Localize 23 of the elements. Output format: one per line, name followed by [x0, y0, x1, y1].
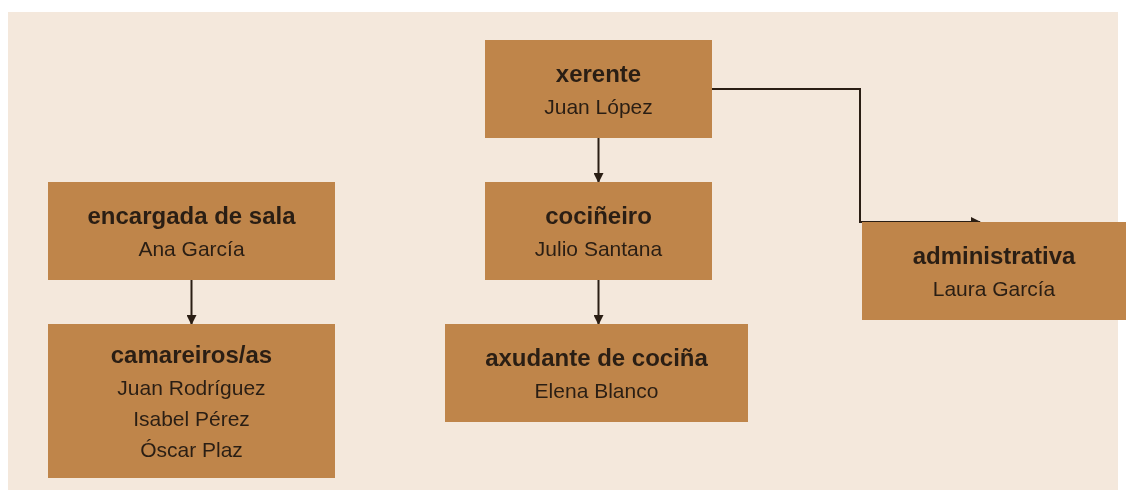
- role-box: [862, 222, 1126, 320]
- role-box: [485, 40, 712, 138]
- role-title: xerente: [555, 58, 642, 89]
- role-box: [445, 324, 748, 422]
- role-box: [48, 182, 335, 280]
- person-name: Laura García: [932, 275, 1056, 302]
- role-title: administrativa: [912, 240, 1076, 271]
- role-box: [48, 324, 335, 478]
- person-name: Ana García: [138, 235, 245, 262]
- person-name: Isabel Pérez: [133, 405, 250, 432]
- arrow: [593, 137, 604, 183]
- role-title: camareiros/as: [110, 339, 273, 370]
- role-title: cociñeiro: [545, 200, 652, 231]
- person-name: Elena Blanco: [534, 377, 659, 404]
- role-box: [485, 182, 712, 280]
- person-name: Juan López: [544, 93, 653, 120]
- person-name: Juan Rodríguez: [117, 374, 266, 401]
- person-name: Julio Santana: [534, 235, 663, 262]
- role-title: encargada de sala: [87, 200, 296, 231]
- arrow: [186, 279, 197, 325]
- person-name: Óscar Plaz: [140, 436, 243, 463]
- role-title: axudante de cociña: [485, 342, 708, 373]
- arrow: [593, 279, 604, 325]
